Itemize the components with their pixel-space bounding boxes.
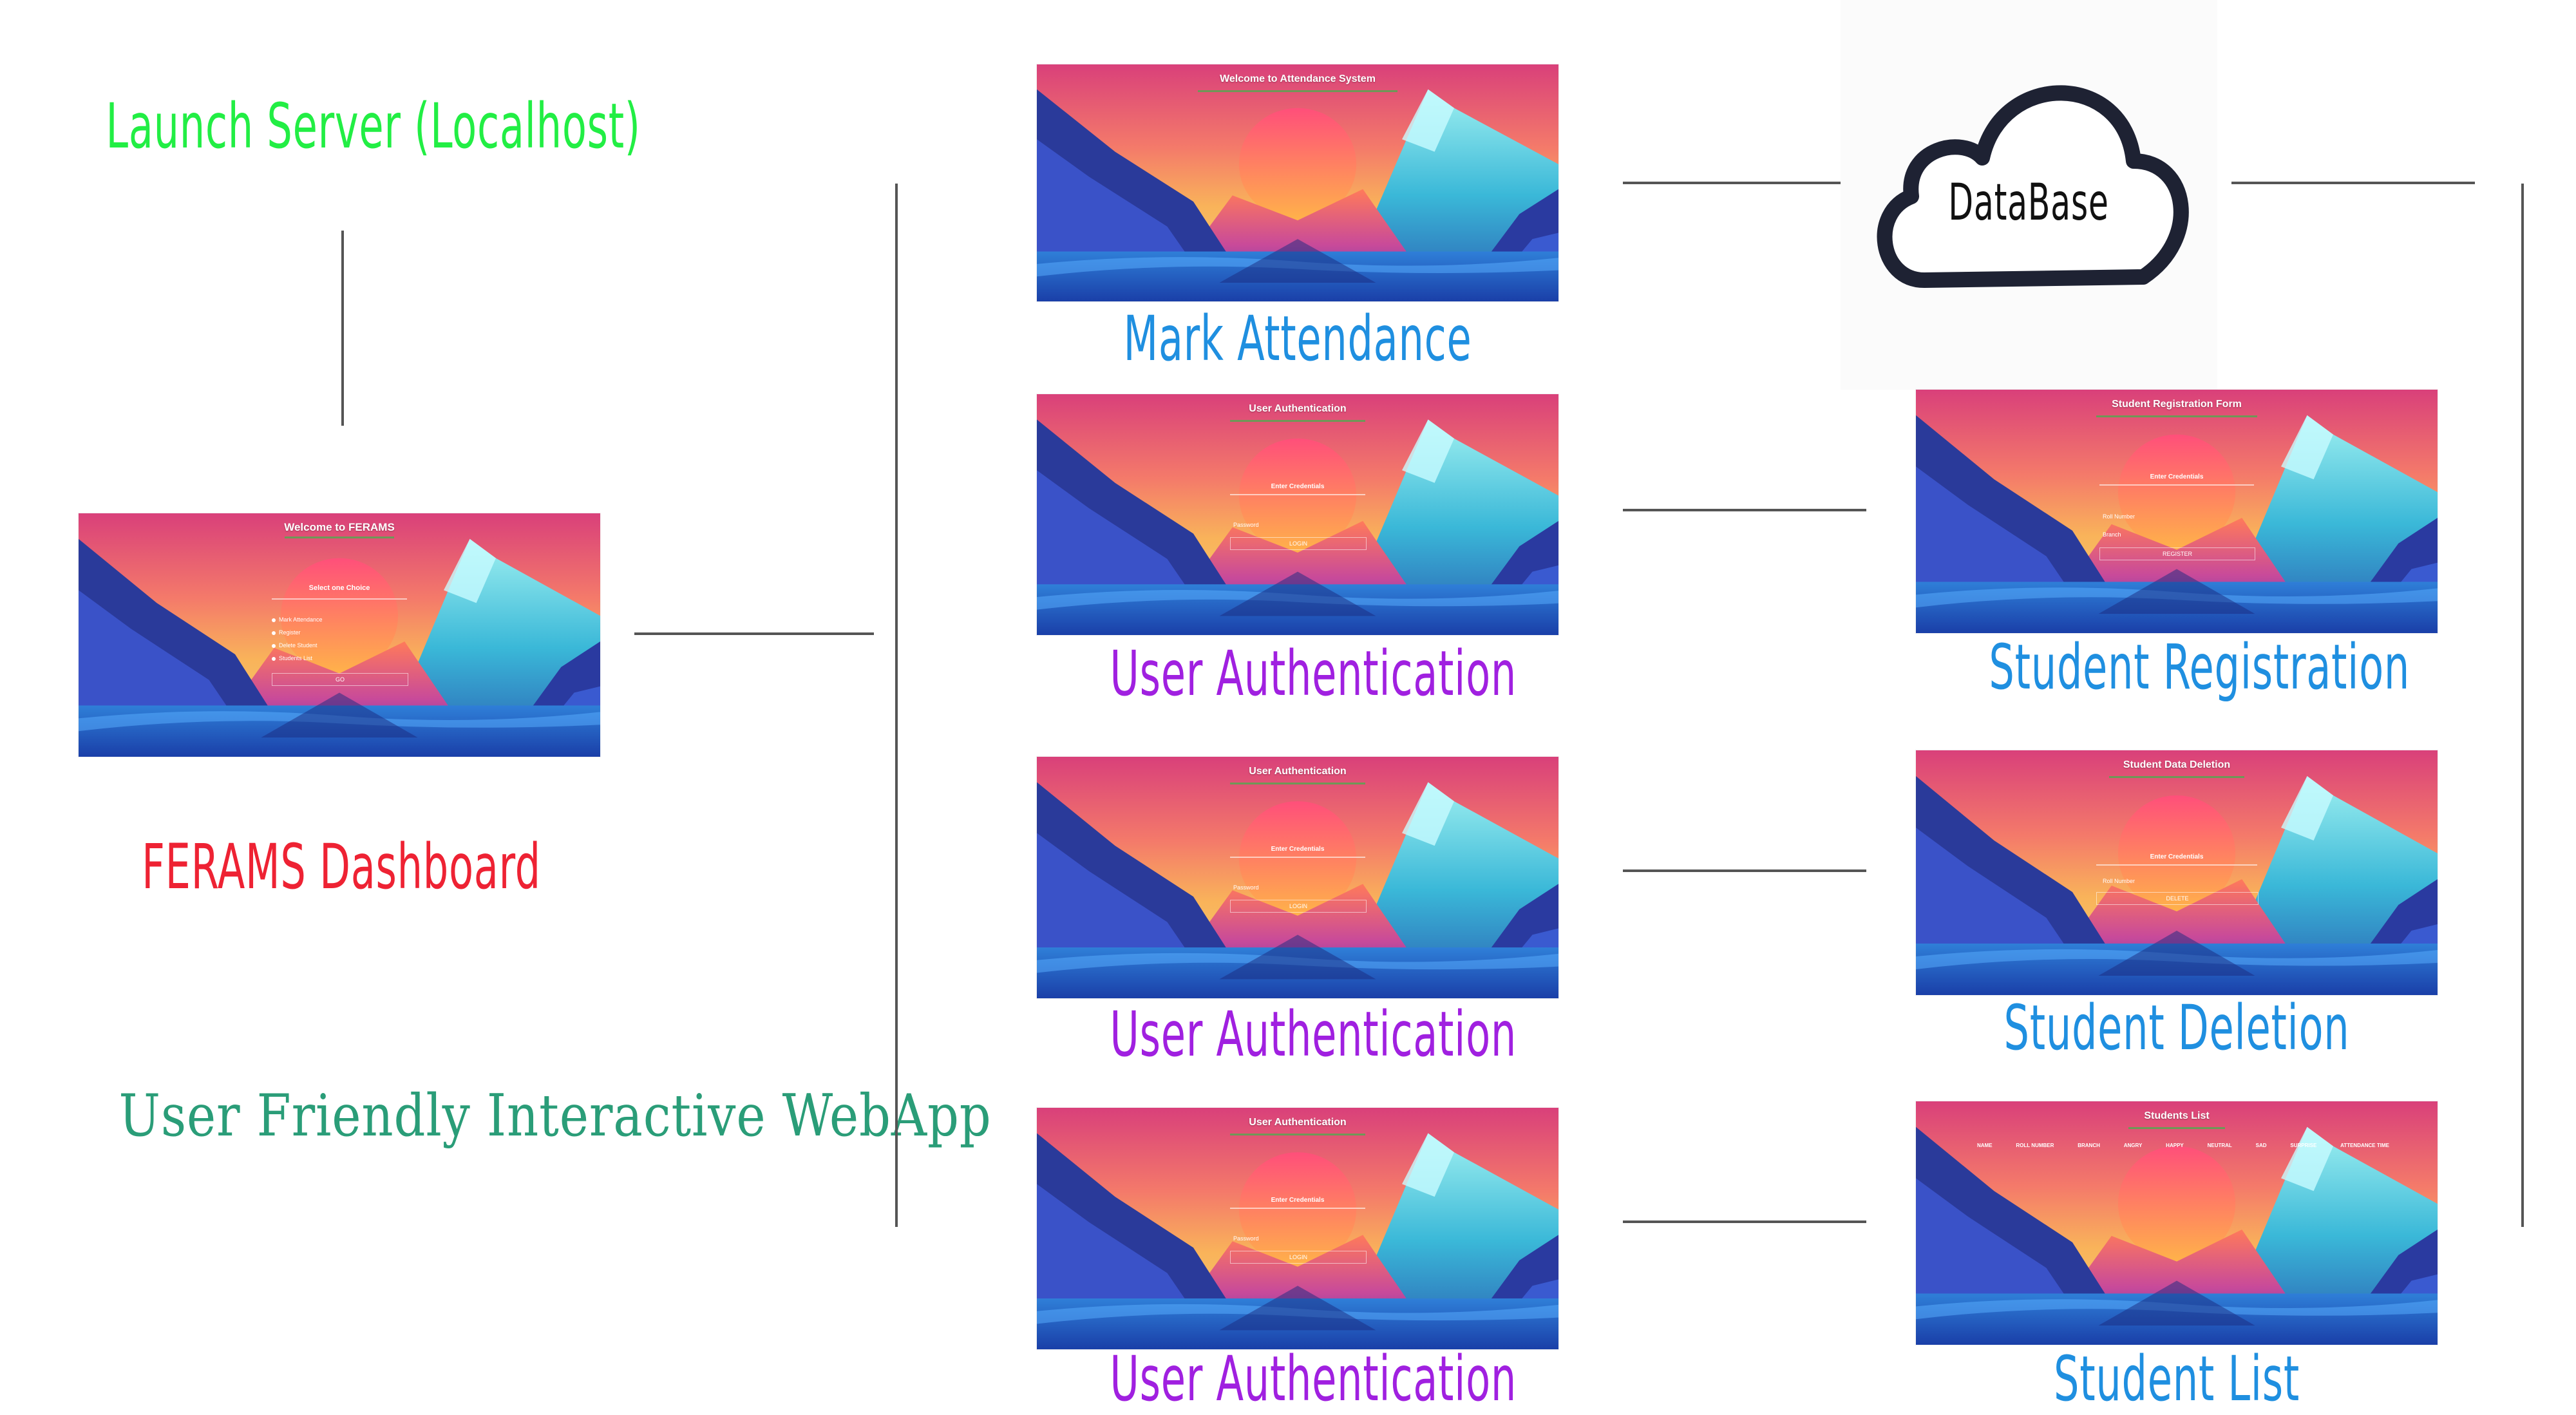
student-list-label: Student List <box>2054 1343 2300 1415</box>
connector-attendance-database <box>1623 182 1866 184</box>
credentials-subtitle: Enter Credentials <box>1271 846 1325 853</box>
user-auth-label-1: User Authentication <box>1110 638 1517 710</box>
login-button[interactable]: LOGIN <box>1230 900 1367 913</box>
mountain-background <box>1037 1108 1558 1349</box>
dashboard-label: FERAMS Dashboard <box>142 831 541 903</box>
bus-line-right <box>2521 184 2524 1227</box>
webapp-label: User Friendly Interactive WebApp <box>118 1082 992 1150</box>
register-button[interactable]: REGISTER <box>2099 547 2255 560</box>
column-header: HAPPY <box>2166 1143 2184 1148</box>
deletion-screen-title: Student Data Deletion <box>2123 759 2231 770</box>
roll-number-label: Roll Number <box>2103 878 2136 884</box>
mountain-background <box>79 513 600 757</box>
column-header: SURPRISE <box>2290 1143 2317 1148</box>
connector-auth3-list <box>1623 1220 1866 1223</box>
title-underline <box>1198 90 1397 92</box>
mark-attendance-label: Mark Attendance <box>1123 303 1472 375</box>
mountain-background <box>1037 64 1558 301</box>
cloud-icon <box>1877 85 2189 288</box>
connector-auth2-deletion <box>1623 869 1866 872</box>
title-underline <box>2109 776 2244 778</box>
column-header: NEUTRAL <box>2207 1143 2232 1148</box>
column-header: ROLL NUMBER <box>2016 1143 2054 1148</box>
column-header: BRANCH <box>2078 1143 2100 1148</box>
dashboard-subtitle: Select one Choice <box>308 584 370 592</box>
mountain-background <box>1037 394 1558 635</box>
auth-screen-2: User Authentication Enter Credentials Pa… <box>1037 757 1558 998</box>
attendance-screen: Welcome to Attendance System <box>1037 64 1558 301</box>
launch-server-label: Launch Server (Localhost) <box>106 90 641 162</box>
registration-screen: Student Registration Form Enter Credenti… <box>1916 390 2438 633</box>
subtitle-underline <box>1230 494 1365 495</box>
auth-screen-title: User Authentication <box>1249 403 1347 414</box>
column-header: ATTENDANCE TIME <box>2340 1143 2389 1148</box>
credentials-subtitle: Enter Credentials <box>1271 1197 1325 1204</box>
mountain-background <box>1916 390 2438 633</box>
dashboard-screen: Welcome to FERAMS Select one Choice Mark… <box>79 513 600 757</box>
student-deletion-label: Student Deletion <box>2003 992 2350 1064</box>
password-label: Password <box>1233 1235 1259 1242</box>
go-button[interactable]: GO <box>272 673 408 686</box>
bus-line-left <box>895 184 898 1227</box>
auth-screen-3: User Authentication Enter Credentials Pa… <box>1037 1108 1558 1349</box>
subtitle-underline <box>1230 857 1365 858</box>
title-underline <box>1230 1134 1365 1135</box>
title-underline <box>285 537 394 538</box>
branch-label: Branch <box>2103 531 2121 538</box>
login-button[interactable]: LOGIN <box>1230 537 1367 550</box>
password-label: Password <box>1233 522 1259 528</box>
subtitle-underline <box>2099 484 2254 486</box>
connector-database-right <box>2231 182 2475 184</box>
registration-screen-title: Student Registration Form <box>2112 399 2242 410</box>
credentials-subtitle: Enter Credentials <box>2150 473 2204 480</box>
student-list-screen: Students List NAME ROLL NUMBER BRANCH AN… <box>1916 1101 2438 1345</box>
credentials-subtitle: Enter Credentials <box>2150 853 2204 860</box>
mountain-background <box>1037 757 1558 998</box>
mountain-background <box>1916 750 2438 995</box>
student-list-header-row: NAME ROLL NUMBER BRANCH ANGRY HAPPY NEUT… <box>1977 1143 2389 1148</box>
password-label: Password <box>1233 884 1259 891</box>
title-underline <box>2096 415 2257 417</box>
database-label: DataBase <box>1948 174 2109 232</box>
delete-button[interactable]: DELETE <box>2096 892 2259 905</box>
student-list-screen-title: Students List <box>2144 1110 2210 1121</box>
auth-screen-title: User Authentication <box>1249 1117 1347 1128</box>
login-button[interactable]: LOGIN <box>1230 1251 1367 1264</box>
credentials-subtitle: Enter Credentials <box>1271 483 1325 490</box>
option-students-list[interactable]: Students List <box>272 655 312 661</box>
user-auth-label-3: User Authentication <box>1110 1343 1517 1415</box>
title-underline <box>2128 1127 2225 1129</box>
connector-auth1-registration <box>1623 509 1866 511</box>
student-registration-label: Student Registration <box>1989 631 2410 703</box>
title-underline <box>1230 783 1365 784</box>
connector-launch-dashboard <box>341 231 344 426</box>
attendance-screen-title: Welcome to Attendance System <box>1220 73 1376 84</box>
connector-dashboard-bus <box>634 632 874 635</box>
deletion-screen: Student Data Deletion Enter Credentials … <box>1916 750 2438 995</box>
database-node: DataBase <box>1841 0 2217 390</box>
column-header: NAME <box>1977 1143 1993 1148</box>
subtitle-underline <box>2096 864 2257 866</box>
dashboard-screen-title: Welcome to FERAMS <box>284 521 395 533</box>
option-delete-student[interactable]: Delete Student <box>272 642 317 649</box>
mountain-background <box>1916 1101 2438 1345</box>
title-underline <box>1230 420 1365 422</box>
option-register[interactable]: Register <box>272 629 301 636</box>
roll-number-label: Roll Number <box>2103 513 2136 520</box>
option-mark-attendance[interactable]: Mark Attendance <box>272 616 323 623</box>
subtitle-underline <box>272 598 407 600</box>
subtitle-underline <box>1230 1208 1365 1209</box>
auth-screen-title: User Authentication <box>1249 766 1347 777</box>
column-header: ANGRY <box>2123 1143 2143 1148</box>
column-header: SAD <box>2255 1143 2267 1148</box>
auth-screen-1: User Authentication Enter Credentials Pa… <box>1037 394 1558 635</box>
user-auth-label-2: User Authentication <box>1110 998 1517 1070</box>
